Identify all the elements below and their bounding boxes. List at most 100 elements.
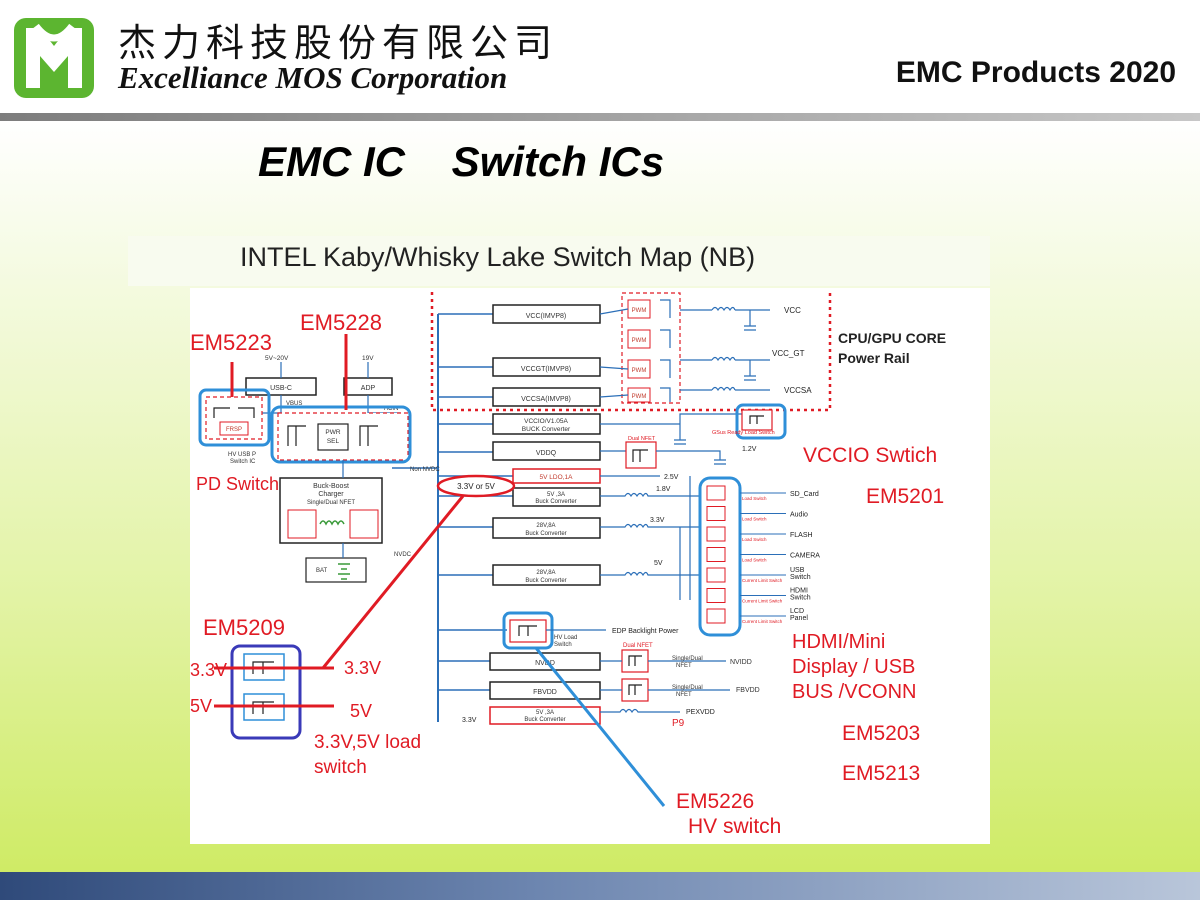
em5203-label: EM5203 — [842, 722, 920, 745]
v33-left-label: 3.3V — [190, 660, 227, 680]
em5228-label: EM5228 — [300, 310, 382, 335]
header: 杰力科技股份有限公司 Excelliance MOS Corporation E… — [0, 0, 1200, 115]
hv-usb-label-1: HV USB P — [228, 452, 256, 458]
hv-load-label: HV Load — [554, 635, 577, 641]
load-switch-output-label: FLASH — [790, 532, 813, 539]
pwm-wiring — [599, 299, 770, 402]
em5201-label: EM5201 — [866, 485, 944, 508]
vccgt-rail-box: VCCGT(IMVP8) — [492, 357, 601, 377]
load-switch-output-label: Switch — [790, 574, 811, 581]
svg-text:VDDQ: VDDQ — [536, 450, 557, 457]
svg-text:PWM: PWM — [632, 308, 647, 314]
svg-text:VCCSA: VCCSA — [784, 386, 812, 395]
svg-text:VCCIO/V1.05A: VCCIO/V1.05A — [524, 418, 568, 425]
svg-text:Buck Converter: Buck Converter — [525, 531, 566, 537]
svg-text:NFET: NFET — [676, 692, 692, 698]
load-switch-output-label: Panel — [790, 615, 808, 622]
v5-left-label: 5V — [190, 696, 212, 716]
load-switch-output-label: SD_Card — [790, 491, 819, 498]
buck-3a-box: 5V ,3A Buck Converter 1.8V — [512, 486, 700, 507]
svg-text:NVDD: NVDD — [535, 660, 555, 667]
svg-text:PWM: PWM — [632, 368, 647, 374]
svg-text:VCCSA(IMVP8): VCCSA(IMVP8) — [521, 396, 571, 403]
slide-title: EMC IC Switch ICs — [258, 138, 665, 185]
svg-text:PWM: PWM — [632, 394, 647, 400]
svg-text:USB-C: USB-C — [270, 385, 292, 392]
svg-text:5V~20V: 5V~20V — [265, 355, 289, 362]
hv-switch-label: HV switch — [688, 815, 781, 838]
em5228-highlight — [270, 405, 412, 464]
svg-text:VCC: VCC — [784, 306, 801, 315]
em5226-pointer — [534, 647, 666, 807]
load-switch-chip — [706, 485, 726, 501]
svg-text:Dual NFET: Dual NFET — [628, 436, 656, 442]
load-switch-label-1: 3.3V,5V load — [314, 732, 421, 753]
svg-text:BUCK Converter: BUCK Converter — [522, 426, 571, 433]
nvdd-box: NVDD — [489, 652, 601, 671]
svg-text:5V LDO,1A: 5V LDO,1A — [540, 474, 574, 481]
adp-box: ADP 19V ACIN — [343, 355, 398, 412]
svg-text:BAT: BAT — [316, 568, 328, 574]
svg-text:1.8V: 1.8V — [656, 486, 671, 493]
svg-text:28V,8A: 28V,8A — [536, 523, 555, 529]
non-nvdc-label: Non NVDC — [410, 467, 440, 473]
load-switch-type: Load Switch — [742, 537, 767, 542]
svg-text:5V: 5V — [654, 560, 663, 567]
gpu-rail-labels: Dual NFET Single/Dual NFET Single/Dual N… — [623, 643, 760, 698]
svg-text:VCC_GT: VCC_GT — [772, 349, 805, 358]
company-name-chinese: 杰力科技股份有限公司 — [118, 21, 559, 65]
load-switch-chip — [706, 567, 726, 583]
load-switch-chip — [706, 608, 726, 624]
load-switch-label-2: switch — [314, 757, 367, 778]
vccio-switch-highlight — [735, 403, 787, 440]
svg-text:VBUS: VBUS — [286, 401, 302, 407]
load-switch-type: Load Switch — [742, 517, 767, 522]
battery-block: BAT — [305, 557, 367, 583]
svg-text:19V: 19V — [362, 355, 374, 362]
svg-text:Single/Dual: Single/Dual — [672, 685, 703, 691]
svg-text:ADP: ADP — [361, 385, 376, 392]
vccsa-rail-box: VCCSA(IMVP8) — [492, 387, 601, 407]
company-name-english: Excelliance MOS Corporation — [118, 60, 508, 95]
svg-text:PWR: PWR — [325, 429, 340, 436]
load-switch-output-label: CAMERA — [790, 553, 820, 560]
buck-28v-box-b: 28V,8A Buck Converter 5V — [492, 560, 700, 586]
svg-text:2.5V: 2.5V — [664, 474, 679, 481]
load-switch-chip — [706, 506, 726, 521]
company-logo — [14, 18, 94, 98]
svg-text:5V ,3A: 5V ,3A — [547, 492, 565, 498]
nvdc-label: NVDC — [394, 552, 412, 558]
map-title: INTEL Kaby/Whisky Lake Switch Map (NB) — [240, 242, 756, 272]
load-switch-chip — [706, 588, 726, 603]
em5209-highlight — [230, 644, 302, 740]
svg-text:Buck Converter: Buck Converter — [524, 717, 565, 723]
load-switch-chip — [706, 526, 726, 542]
em5223-highlight — [198, 388, 271, 447]
em5209-pointer — [321, 495, 465, 669]
svg-text:Charger: Charger — [318, 491, 344, 498]
ready-load-switch-label: GSus Ready Load Switch — [712, 430, 775, 436]
svg-text:NVIDD: NVIDD — [730, 659, 752, 666]
vccio-load-switch-chip — [741, 409, 773, 431]
cpu-gpu-core-region — [430, 292, 832, 412]
v33-or-5v-label: 3.3V or 5V — [457, 482, 495, 491]
vddq-dual-nfet: Dual NFET 1.2V — [600, 436, 757, 469]
buck-28v-box-a: 28V,8A Buck Converter 3.3V — [492, 517, 700, 539]
power-rail-label: Power Rail — [838, 350, 910, 366]
svg-text:BUS /VCONN: BUS /VCONN — [792, 681, 916, 703]
load-switch-type: Current Limit Switch — [742, 599, 783, 604]
svg-text:Buck Converter: Buck Converter — [525, 578, 566, 584]
load-switch-column — [706, 485, 726, 624]
load-switch-output-label: LCD — [790, 608, 804, 615]
svg-text:VCCGT(IMVP8): VCCGT(IMVP8) — [521, 366, 571, 373]
svg-text:Display / USB: Display / USB — [792, 656, 915, 678]
load-switch-output-label: HDMI — [790, 588, 808, 595]
svg-text:5V ,3A: 5V ,3A — [536, 710, 554, 716]
vcc-rail-box: VCC(IMVP8) — [492, 304, 601, 324]
header-divider — [0, 113, 1200, 121]
load-switch-output-label: Audio — [790, 512, 808, 519]
pwm-blocks: PWM PWM PWM PWM — [621, 292, 681, 404]
vccio-wiring — [600, 413, 745, 445]
